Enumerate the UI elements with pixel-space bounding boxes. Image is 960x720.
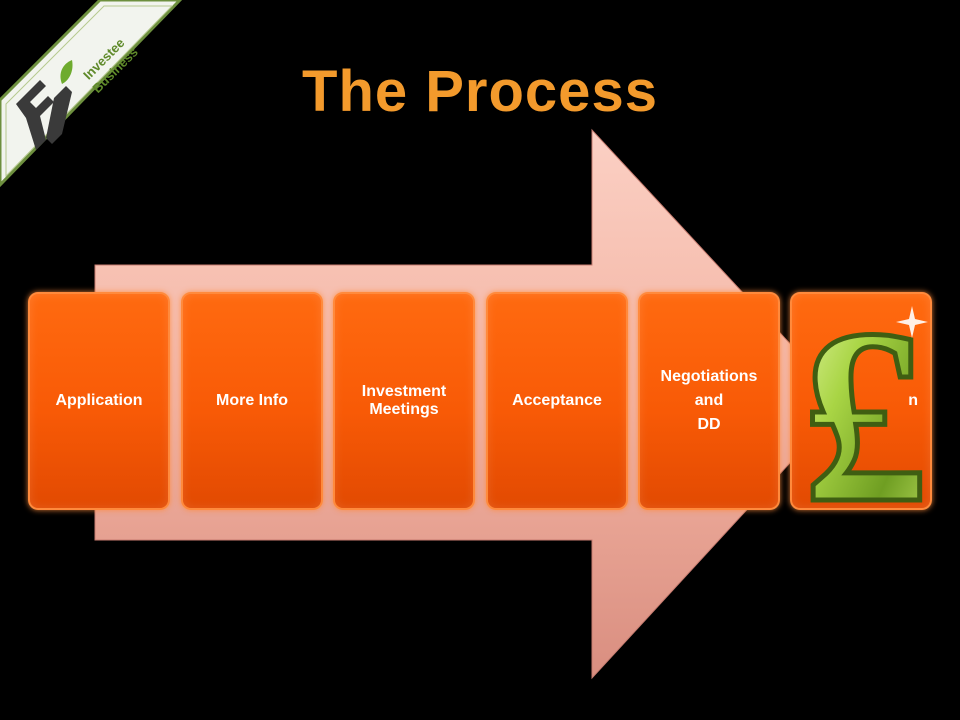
step-acceptance: Acceptance bbox=[486, 292, 628, 510]
fi-sprout-logo-icon bbox=[16, 60, 73, 150]
step-label: Application bbox=[55, 392, 143, 410]
step-label-line: Investment bbox=[361, 383, 447, 401]
step-final: n bbox=[790, 292, 932, 510]
step-negotiations-dd: Negotiations and DD bbox=[638, 292, 780, 510]
sparkle-icon bbox=[896, 306, 928, 338]
step-more-info: More Info bbox=[181, 292, 323, 510]
step-label-line: Negotiations bbox=[660, 368, 758, 385]
step-application: Application bbox=[28, 292, 170, 510]
step-investment-meetings: Investment Meetings bbox=[333, 292, 475, 510]
step-label: Acceptance bbox=[512, 392, 602, 410]
step-label-line: and bbox=[694, 392, 724, 409]
page-title: The Process bbox=[302, 59, 658, 124]
step-label-line: DD bbox=[697, 416, 721, 433]
step-label: More Info bbox=[216, 392, 288, 410]
step-label-line: Meetings bbox=[369, 401, 439, 418]
step-label: n bbox=[908, 392, 918, 410]
investee-business-badge: Investee Business bbox=[0, 0, 183, 188]
